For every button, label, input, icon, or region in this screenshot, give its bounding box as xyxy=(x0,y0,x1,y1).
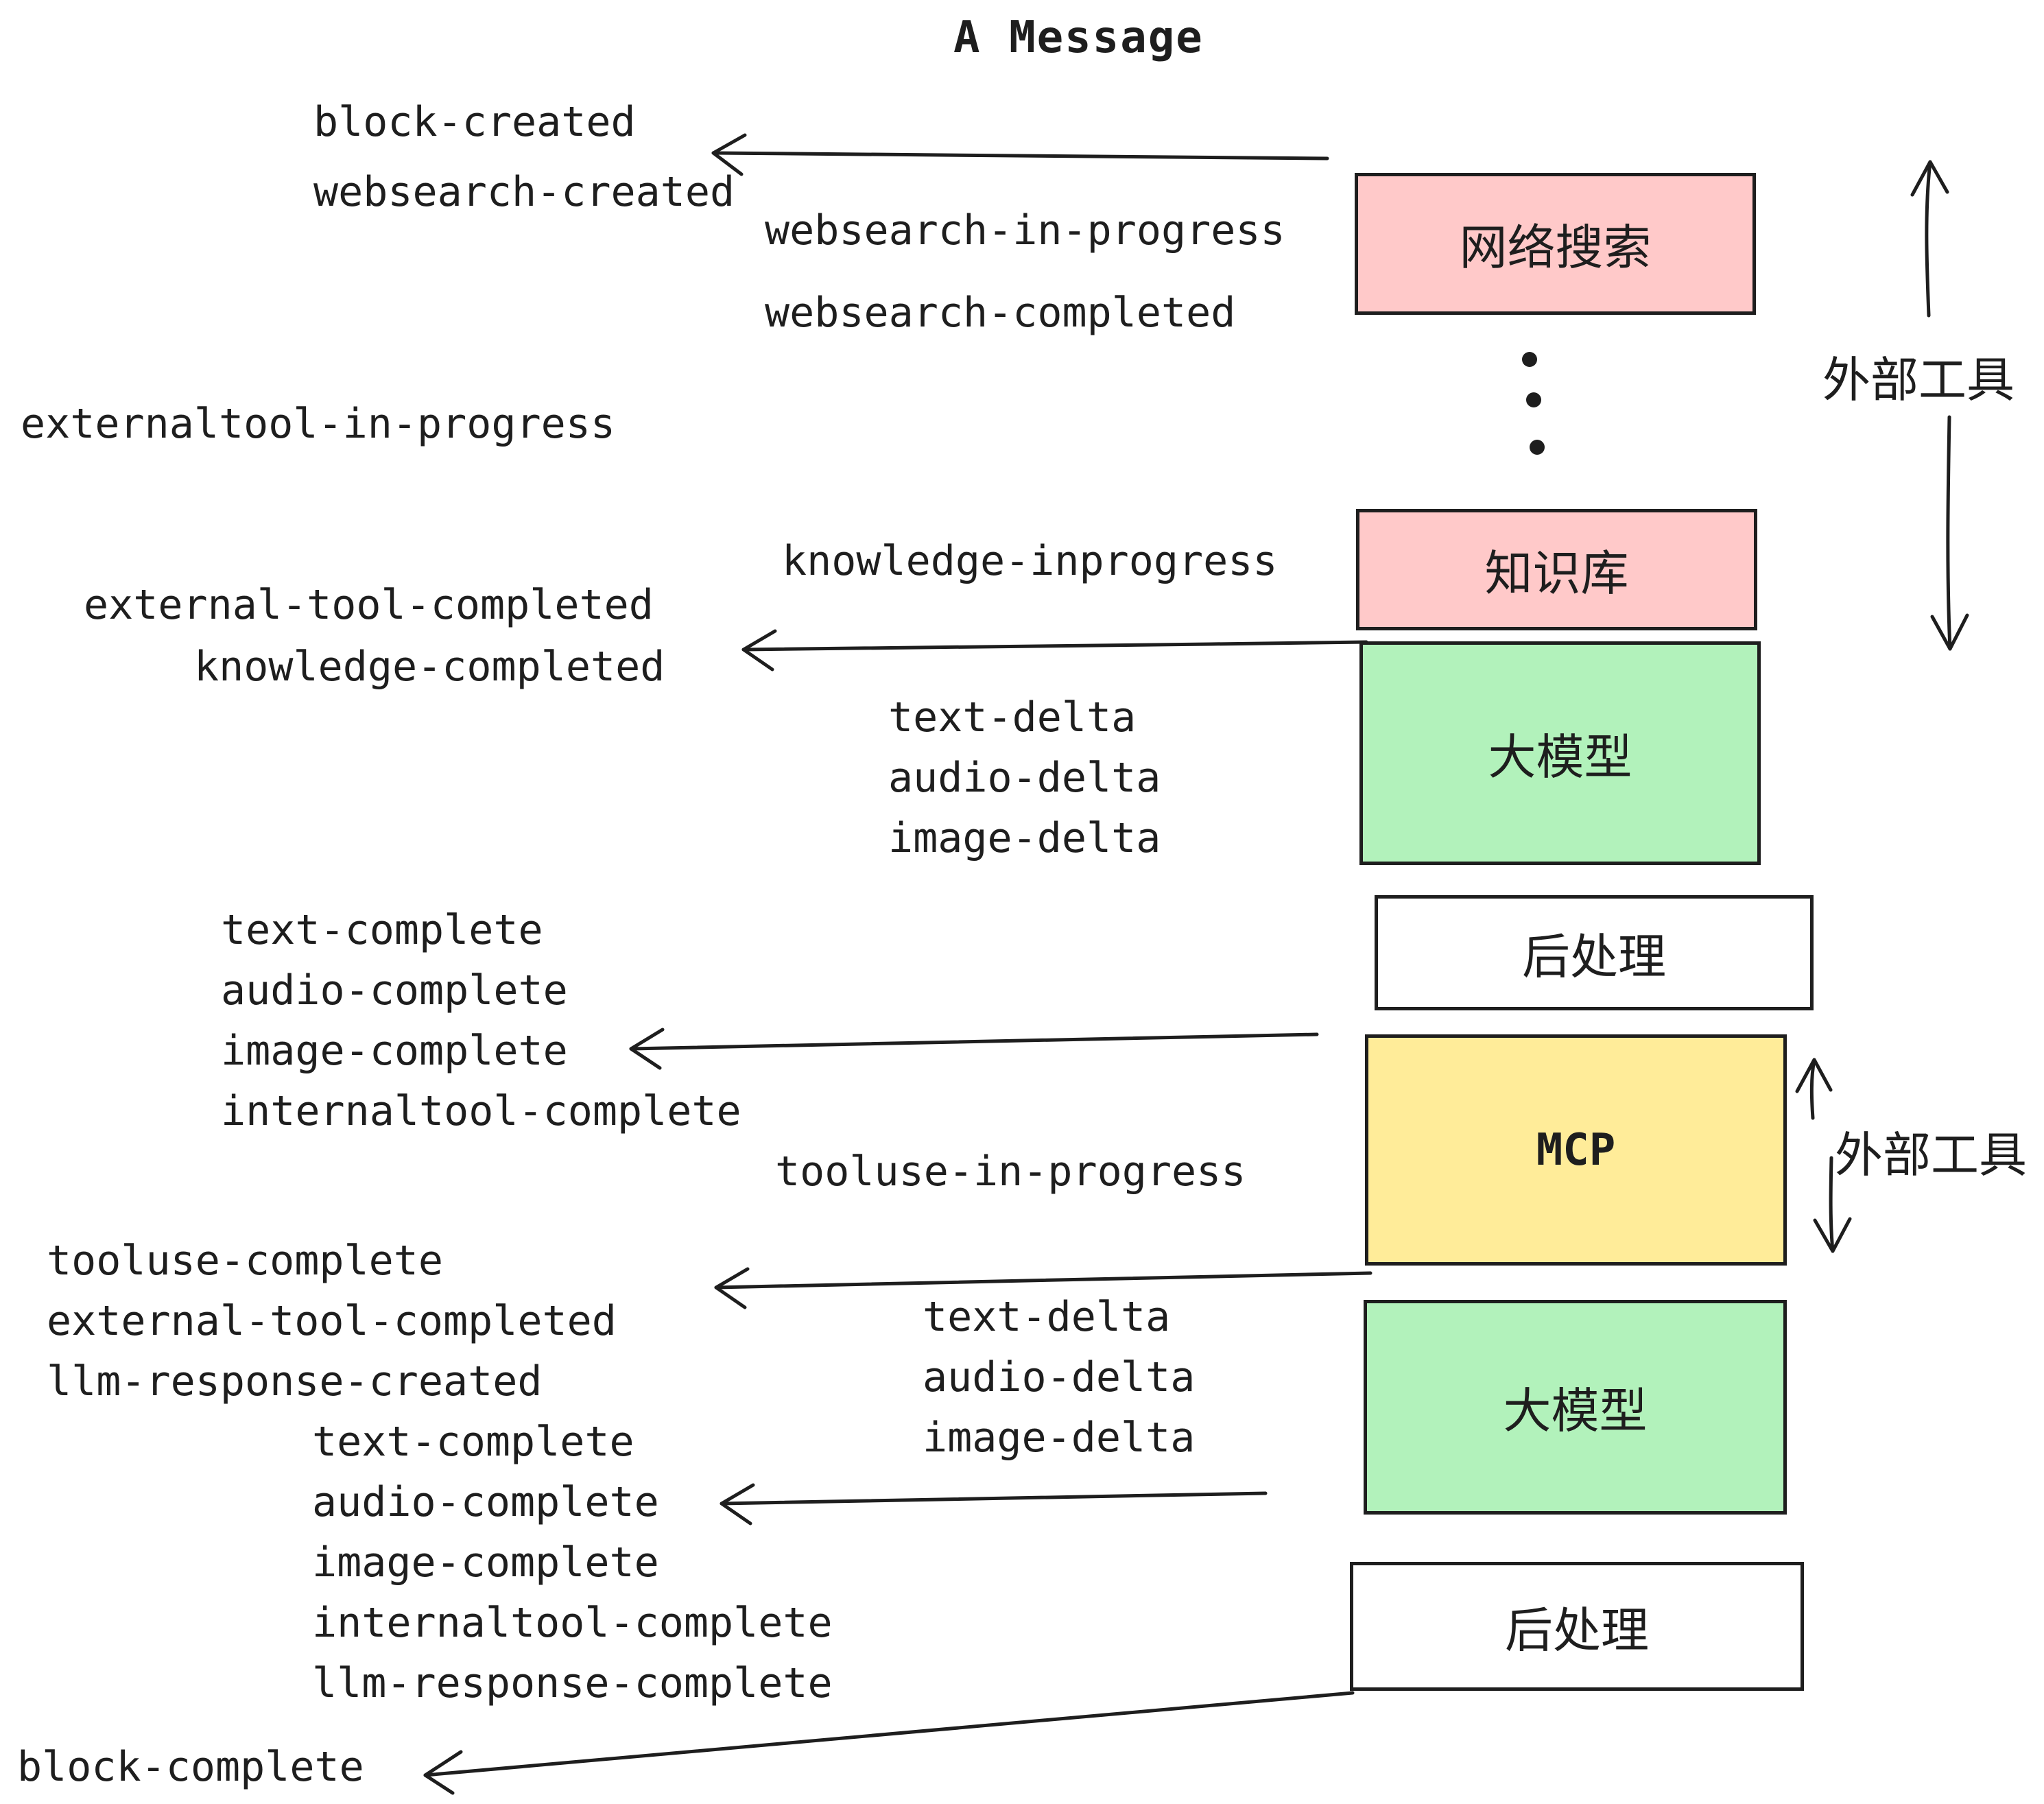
external-tools-span-down-arrow xyxy=(1930,415,1969,651)
event-external-tool-completed: external-tool-completed xyxy=(84,581,654,629)
event-external-tool-completed-2: external-tool-completed xyxy=(47,1297,617,1345)
arrow-block-created xyxy=(711,133,1329,176)
event-audio-complete-2: audio-complete xyxy=(312,1478,659,1526)
event-image-complete-2: image-complete xyxy=(312,1539,659,1587)
node-postprocess-label: 后处理 xyxy=(1522,928,1666,985)
node-knowledge-base-label: 知识库 xyxy=(1484,545,1629,602)
event-websearch-completed: websearch-completed xyxy=(765,289,1236,337)
node-mcp: MCP xyxy=(1365,1034,1787,1266)
vertical-ellipsis-dots xyxy=(1522,352,1545,455)
event-internaltool-complete-2: internaltool-complete xyxy=(312,1599,833,1647)
external-tools-span-up-arrow xyxy=(1910,160,1949,318)
event-tooluse-complete: tooluse-complete xyxy=(47,1237,443,1285)
node-postprocess: 后处理 xyxy=(1375,895,1814,1010)
event-text-complete-2: text-complete xyxy=(312,1418,634,1466)
event-block-complete: block-complete xyxy=(17,1743,364,1791)
node-websearch: 网络搜索 xyxy=(1355,173,1756,315)
event-block-created: block-created xyxy=(313,98,636,146)
arrow-audio-complete xyxy=(720,1483,1268,1526)
event-text-delta-2: text-delta xyxy=(923,1293,1171,1341)
event-audio-complete: audio-complete xyxy=(221,966,568,1014)
mcp-external-tools-span-label: 外部工具 xyxy=(1835,1127,2027,1183)
node-postprocess-2-label: 后处理 xyxy=(1505,1602,1649,1659)
arrow-knowledge-completed xyxy=(741,629,1368,672)
event-llm-response-created: llm-response-created xyxy=(47,1357,543,1405)
node-postprocess-2: 后处理 xyxy=(1350,1562,1804,1691)
event-tooluse-in-progress: tooluse-in-progress xyxy=(775,1148,1246,1196)
event-image-delta-2: image-delta xyxy=(923,1414,1196,1462)
event-audio-delta: audio-delta xyxy=(888,754,1161,802)
event-knowledge-inprogress: knowledge-inprogress xyxy=(782,537,1278,585)
event-externaltool-in-progress: externaltool-in-progress xyxy=(21,400,615,448)
node-llm-2: 大模型 xyxy=(1364,1300,1787,1515)
node-knowledge-base: 知识库 xyxy=(1356,509,1757,630)
node-llm: 大模型 xyxy=(1359,641,1761,865)
event-knowledge-completed: knowledge-completed xyxy=(194,643,665,691)
external-tools-span-label: 外部工具 xyxy=(1822,352,2015,408)
event-image-complete: image-complete xyxy=(221,1027,568,1075)
event-websearch-created: websearch-created xyxy=(313,168,735,216)
arrow-block-complete xyxy=(423,1691,1355,1795)
event-websearch-in-progress: websearch-in-progress xyxy=(765,206,1285,254)
event-audio-delta-2: audio-delta xyxy=(923,1353,1196,1401)
node-llm-2-label: 大模型 xyxy=(1503,1383,1648,1439)
event-llm-response-complete: llm-response-complete xyxy=(312,1659,833,1707)
node-mcp-label: MCP xyxy=(1536,1124,1616,1176)
event-text-complete: text-complete xyxy=(221,906,543,954)
diagram-title: A Message xyxy=(953,12,1204,63)
mcp-external-tools-span-up-arrow xyxy=(1795,1058,1833,1120)
event-internaltool-complete: internaltool-complete xyxy=(221,1087,741,1135)
event-image-delta: image-delta xyxy=(888,814,1161,862)
node-websearch-label: 网络搜索 xyxy=(1459,219,1652,276)
event-text-delta: text-delta xyxy=(888,693,1137,741)
arrow-image-complete xyxy=(629,1028,1319,1070)
node-llm-label: 大模型 xyxy=(1488,728,1632,785)
